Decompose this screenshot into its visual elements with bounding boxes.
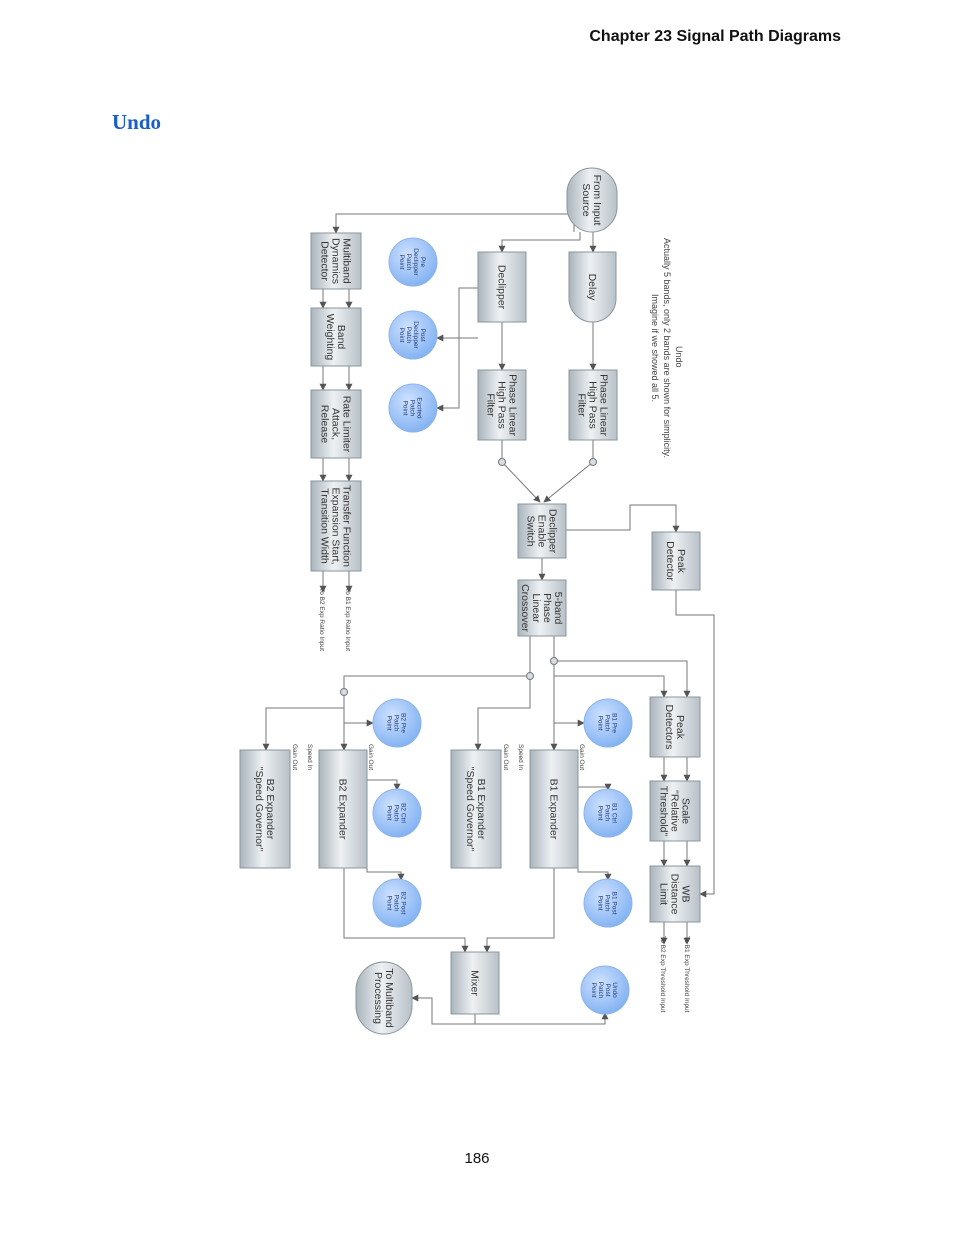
patch-point-pre-declipper: PreDeclipperPatchPoint (388, 237, 438, 287)
block-label: WBDistanceLimit (658, 874, 692, 915)
block-wb-distance: WBDistanceLimit (649, 865, 701, 923)
patch-point-label: B2 PostPatchPoint (386, 892, 407, 915)
block-label: 5-bandPhaseLinearCrossover (519, 584, 564, 632)
patch-point-label: B2 PrePatchPoint (386, 713, 407, 733)
block-mb-detector: MultibandDynamicsDetector (310, 232, 362, 290)
block-label: Scale"RelativeThreshold" (658, 786, 692, 837)
block-b2-expander: B2 Expander (318, 749, 368, 869)
patch-point-b2-ctrl: B2 CtrlPatchPoint (372, 788, 422, 838)
block-delay: Delay (568, 251, 617, 323)
note-line-1: Actually 5 bands, only 2 bands are shown… (662, 238, 672, 458)
label-to-b2-ratio: To B2 Exp Ratio Input (318, 588, 325, 651)
block-label: Mixer (469, 970, 481, 996)
block-from-input: From InputSource (566, 167, 618, 233)
label-b2-governor-gain-out: Gain Out (291, 744, 298, 770)
block-transfer-function: Transfer FunctionExpansion Start,Transit… (310, 480, 362, 572)
label-to-b2-threshold: To B2 Exp Threshold Input (659, 936, 666, 1013)
patch-point-label: B1 PostPatchPoint (597, 892, 618, 915)
patch-point-b1-pre: B1 PrePatchPoint (583, 698, 633, 748)
block-phase-linear-1: Phase LinearHigh PassFilter (477, 369, 527, 441)
block-band-weighting: BandWeighting (310, 307, 362, 367)
label-b1-speed-in: Speed In (517, 744, 524, 770)
block-phase-linear-2: Phase LinearHigh PassFilter (568, 369, 618, 441)
section-title: Undo (112, 110, 162, 134)
block-declipper-enable: DeclipperEnableSwitch (517, 503, 567, 559)
block-label: B2 Expander"Speed Governor" (253, 767, 276, 852)
block-label: PeakDetectors (663, 705, 686, 750)
patch-point-label: B1 CtrlPatchPoint (597, 803, 618, 823)
block-label: MultibandDynamicsDetector (319, 238, 353, 284)
patch-point-b2-post: B2 PostPatchPoint (372, 878, 422, 928)
block-label: B1 Expander (548, 779, 560, 840)
block-label: B1 Expander"Speed Governor" (464, 767, 487, 852)
block-rate-limiter: Rate LimiterAttack,Release (310, 389, 362, 459)
block-crossover: 5-bandPhaseLinearCrossover (517, 579, 567, 637)
block-label: PeakDetector (664, 541, 687, 581)
note-line-2: Imagine if we showed all 5. (650, 294, 660, 402)
label-b1-governor-gain-out: Gain Out (502, 744, 509, 770)
label-to-b1-threshold: To B1 Exp Threshold Input (683, 936, 690, 1013)
junction-dot (498, 458, 506, 466)
patch-point-b1-post: B1 PostPatchPoint (583, 878, 633, 928)
block-label: DeclipperEnableSwitch (525, 509, 559, 554)
patch-point-label: B2 CtrlPatchPoint (386, 803, 407, 823)
connector-lines (262, 213, 715, 1025)
block-peak-detector: PeakDetector (651, 531, 701, 591)
label-b1-gain-out: Gain Out (578, 744, 585, 770)
block-b2-governor: B2 Expander"Speed Governor" (239, 749, 291, 869)
block-label: To MultibandProcessing (372, 968, 395, 1028)
junction-dot (526, 672, 534, 680)
block-label: Transfer FunctionExpansion Start,Transit… (319, 485, 353, 567)
junction-dot (550, 657, 558, 665)
label-b2-gain-out: Gain Out (367, 744, 374, 770)
patch-point-b2-pre: B2 PrePatchPoint (372, 698, 422, 748)
patch-point-undo-post: UndoPostPatchPoint (580, 965, 630, 1015)
label-to-b1-ratio: To B1 Exp Ratio Input (344, 588, 351, 651)
block-label: BandWeighting (324, 314, 347, 361)
block-mixer: Mixer (450, 951, 500, 1015)
patch-point-label: UndoPostPatchPoint (590, 982, 618, 999)
chapter-header: Chapter 23 Signal Path Diagrams (589, 28, 841, 45)
block-declipper: Declipper (477, 251, 527, 323)
block-scale: Scale"RelativeThreshold" (649, 780, 701, 842)
patch-point-label: ExcitedPatchPoint (402, 397, 423, 419)
patch-point-post-declipper: PostDeclipperPatchPoint (388, 310, 438, 360)
note-title: Undo (674, 346, 684, 368)
patch-point-excited: ExcitedPatchPoint (388, 383, 438, 433)
patch-point-label: B1 PrePatchPoint (597, 713, 618, 733)
block-label: B2 Expander (337, 779, 349, 840)
label-b2-speed-in: Speed In (306, 744, 313, 770)
page-number: 186 (464, 1150, 490, 1167)
block-label: Phase LinearHigh PassFilter (485, 374, 519, 436)
block-to-multiband: To MultibandProcessing (355, 961, 413, 1035)
junction-dot (589, 458, 597, 466)
patch-point-b1-ctrl: B1 CtrlPatchPoint (583, 788, 633, 838)
block-label: Phase LinearHigh PassFilter (576, 374, 610, 436)
block-peak-detectors: PeakDetectors (649, 696, 701, 758)
block-label: From InputSource (580, 175, 603, 226)
block-label: Delay (586, 274, 598, 302)
block-b1-expander: B1 Expander (529, 749, 579, 869)
block-b1-governor: B1 Expander"Speed Governor" (450, 749, 502, 869)
block-label: Declipper (496, 265, 508, 310)
patch-point-label: PostDeclipperPatchPoint (398, 321, 426, 349)
junction-dot (340, 688, 348, 696)
patch-point-label: PreDeclipperPatchPoint (398, 248, 426, 276)
block-label: Rate LimiterAttack,Release (319, 396, 353, 453)
